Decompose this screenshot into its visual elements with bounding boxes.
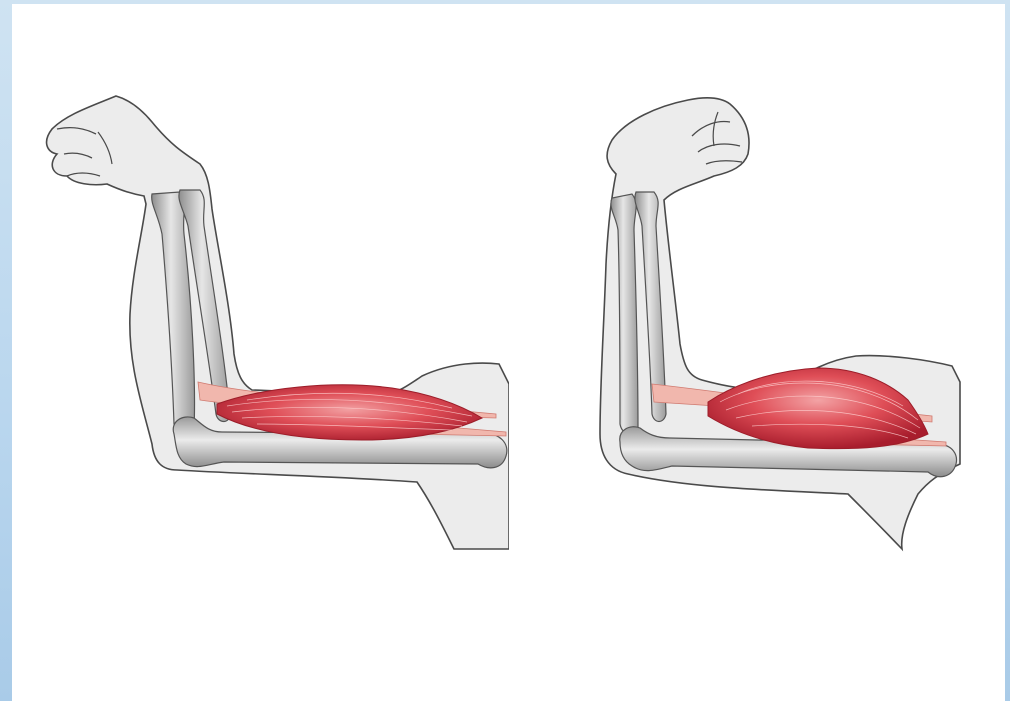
arm-skin [47,96,509,549]
image-panel [12,4,1005,701]
arm-flexed-illustration [508,4,1005,701]
arm-extended-illustration [12,4,509,701]
